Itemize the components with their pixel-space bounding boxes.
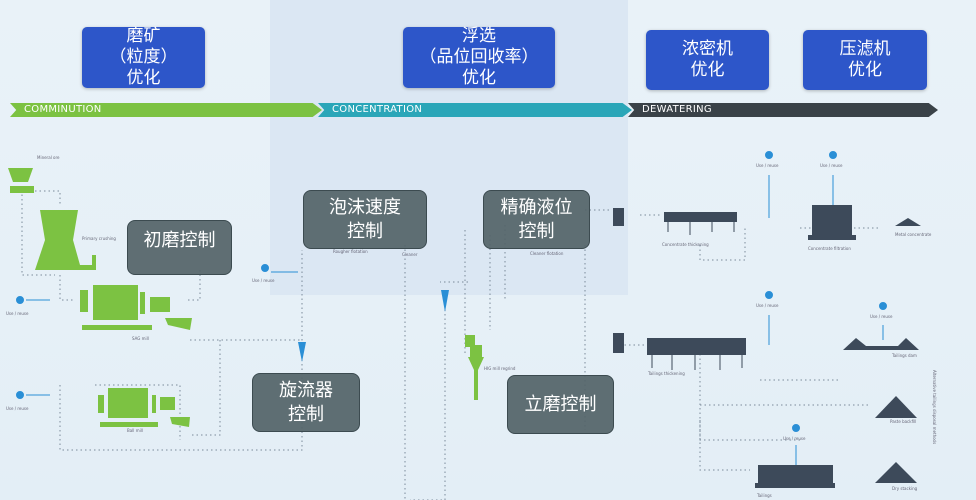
control-level[interactable]: 精确液位控制	[483, 190, 590, 249]
svg-text:Tailings dam: Tailings dam	[891, 353, 917, 358]
water-icons	[16, 151, 887, 465]
svg-text:Use / reuse: Use / reuse	[870, 314, 893, 319]
sag-mill-icon	[80, 285, 192, 330]
stage-comminution: COMMINUTION	[10, 103, 322, 117]
stage-dewatering: DEWATERING	[628, 103, 938, 117]
svg-text:Use / reuse: Use / reuse	[783, 436, 806, 441]
svg-text:Concentrate filtration: Concentrate filtration	[808, 246, 851, 251]
metal-concentrate-pile-icon	[895, 218, 921, 226]
svg-text:Use / reuse: Use / reuse	[756, 163, 779, 168]
pump-icon	[613, 208, 624, 226]
crusher-icon	[35, 210, 96, 270]
pump-icon	[613, 333, 624, 353]
svg-text:Mineral ore: Mineral ore	[37, 155, 60, 160]
svg-text:Metal concentrate: Metal concentrate	[895, 232, 932, 237]
control-primary-grinding[interactable]: 初磨控制	[127, 220, 232, 275]
svg-text:Use / reuse: Use / reuse	[756, 303, 779, 308]
water-drop-icon	[765, 291, 773, 345]
svg-text:Cleaner flotation: Cleaner flotation	[530, 251, 564, 256]
svg-text:Rougher flotation: Rougher flotation	[333, 249, 368, 254]
paste-backfill-icon	[875, 396, 917, 418]
flow-lines	[21, 190, 880, 500]
svg-text:Use / reuse: Use / reuse	[6, 311, 29, 316]
water-drop-icon	[829, 151, 837, 205]
header-flotation-optimization[interactable]: 浮选（品位回收率）优化	[403, 26, 555, 88]
svg-text:Dry stacking: Dry stacking	[892, 486, 918, 491]
ore-hopper-icon	[8, 168, 33, 182]
cyclones	[298, 290, 449, 362]
header-grinding-optimization[interactable]: 磨矿（粒度）优化	[82, 26, 205, 88]
water-drop-icon	[765, 151, 773, 218]
svg-text:Paste backfill: Paste backfill	[890, 419, 916, 424]
hig-mill-icon	[465, 335, 484, 400]
control-vertical-mill[interactable]: 立磨控制	[507, 375, 614, 434]
svg-text:Use / reuse: Use / reuse	[820, 163, 843, 168]
water-drop-icon	[261, 264, 298, 273]
svg-text:Use / reuse: Use / reuse	[6, 406, 29, 411]
svg-text:Concentrate thickening: Concentrate thickening	[662, 242, 709, 247]
feeder-icon	[10, 186, 34, 193]
water-drop-icon	[792, 424, 800, 465]
water-drop-icon	[879, 302, 887, 340]
tailings-dam-icon	[843, 338, 919, 350]
svg-text:Ball mill: Ball mill	[127, 428, 143, 433]
header-thickener-optimization[interactable]: 浓密机优化	[646, 30, 769, 90]
svg-text:Cleaner: Cleaner	[402, 252, 418, 257]
tailings-filter-icon	[755, 465, 835, 488]
dewatering-equipment	[613, 205, 921, 488]
svg-text:SAG mill: SAG mill	[132, 336, 149, 341]
stage-concentration: CONCENTRATION	[318, 103, 632, 117]
comminution-equipment	[8, 168, 484, 427]
equipment-labels: Mineral ore Primary crushing SAG mill Ba…	[6, 155, 937, 498]
svg-text:Alternative tailings disposal: Alternative tailings disposal methods	[932, 370, 937, 444]
ball-mill-icon	[98, 388, 190, 427]
cyclone-icon	[298, 342, 306, 362]
filter-press-icon	[808, 205, 856, 240]
control-cyclone[interactable]: 旋流器控制	[252, 373, 360, 432]
header-filterpress-optimization[interactable]: 压滤机优化	[803, 30, 927, 90]
dry-stacking-icon	[875, 462, 917, 483]
control-froth-velocity[interactable]: 泡沫速度控制	[303, 190, 427, 249]
water-drop-icon	[16, 391, 50, 399]
tailings-thickener-icon	[647, 338, 746, 370]
svg-text:Primary crushing: Primary crushing	[82, 236, 116, 241]
cyclone-icon	[441, 290, 449, 312]
concentrate-thickener-icon	[664, 212, 737, 235]
svg-text:Use / reuse: Use / reuse	[252, 278, 275, 283]
svg-text:HIG mill regrind: HIG mill regrind	[484, 366, 516, 371]
svg-text:Tailings thickening: Tailings thickening	[647, 371, 685, 376]
water-drop-icon	[16, 296, 50, 304]
svg-text:Tailings: Tailings	[756, 493, 772, 498]
